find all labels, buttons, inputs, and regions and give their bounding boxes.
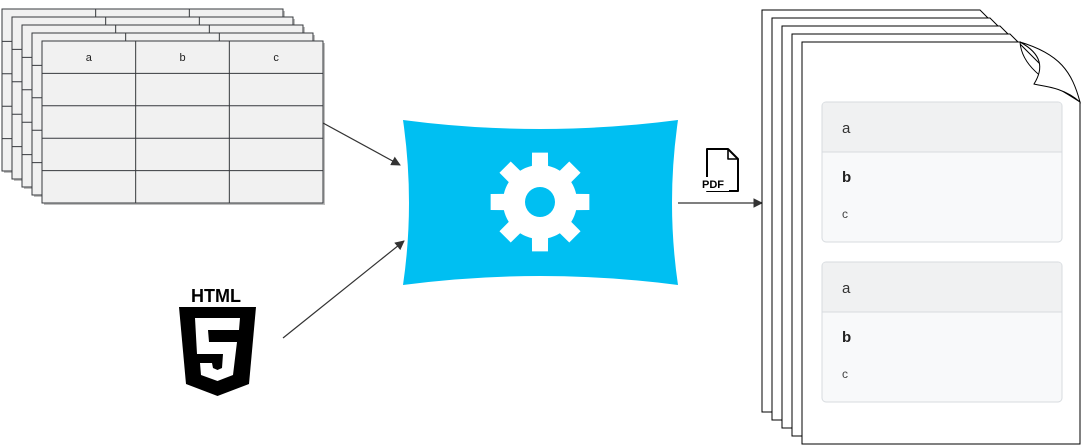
table-stack: a b c [1,8,325,205]
html5-icon: HTML [179,286,256,396]
card-title: b [842,169,851,186]
arrow-table-to-processor [322,122,401,166]
html5-five [195,318,240,381]
gear-icon [490,152,590,252]
card-title: b [842,329,851,346]
html-label: HTML [191,286,241,306]
processor-block [403,120,678,285]
card-header-text: a [842,120,851,137]
pdf-label: PDF [702,179,724,191]
document-curl [1019,41,1081,104]
table-header-cell: c [273,52,279,64]
card-header [822,262,1062,312]
card-header-text: a [842,280,851,297]
processor-banner [403,120,678,285]
gear-shape [490,152,590,252]
arrow-html-to-processor [282,240,405,339]
document-card: a b c [821,101,1063,243]
document-card: a b c [821,261,1063,403]
table-front: a b c [41,40,325,205]
document-stack: a b c a b c [761,9,1081,445]
pdf-label-bg [698,177,729,191]
card-header [822,102,1062,152]
table-header-cell: a [86,52,93,64]
card-body: c [842,207,848,221]
card-body: c [842,367,848,381]
pdf-file-icon: PDF [698,148,739,192]
table-frame [41,40,324,204]
table-header-cell: b [179,52,185,64]
pdf-file-fold [727,149,738,160]
connectors [282,122,763,339]
